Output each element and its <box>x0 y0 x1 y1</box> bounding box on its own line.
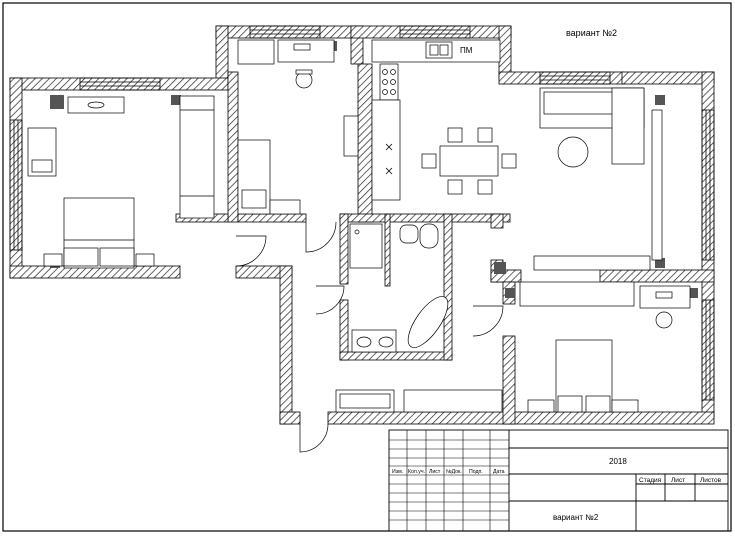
wall <box>279 265 293 425</box>
wall <box>498 25 512 79</box>
chair <box>295 71 313 89</box>
wall <box>339 299 349 361</box>
wall <box>339 213 511 223</box>
title-block <box>388 429 729 532</box>
wall <box>701 71 715 418</box>
title-block-right-headers: Стадия Лист Листов <box>639 477 722 484</box>
wall <box>621 71 715 85</box>
wall <box>9 77 23 279</box>
wall <box>490 213 504 229</box>
col-header: Листов <box>700 477 722 484</box>
furniture <box>27 39 691 413</box>
wall <box>327 411 715 425</box>
chair <box>655 311 673 329</box>
col-header: №Док. <box>446 469 462 475</box>
wall <box>339 351 453 361</box>
col-header: Кол.уч. <box>408 469 425 475</box>
title-block-left-headers: Изм. Кол.уч. Лист №Док. Подп. Дата <box>392 469 505 475</box>
wall <box>384 213 391 287</box>
wall <box>9 77 229 91</box>
oval-bathtub <box>407 296 449 348</box>
wall <box>599 269 715 283</box>
marks <box>385 143 393 175</box>
doors <box>235 221 504 453</box>
wall <box>339 213 349 285</box>
wall <box>237 213 307 223</box>
walls <box>9 25 715 425</box>
bathtub <box>349 223 383 269</box>
wall <box>498 71 625 85</box>
dining-table <box>439 145 499 177</box>
wall <box>215 25 229 82</box>
wall <box>350 25 512 39</box>
windows <box>9 25 715 401</box>
wall <box>357 63 373 223</box>
col-header: Лист <box>429 469 441 475</box>
stove-label: ПМ <box>460 46 473 55</box>
wardrobe <box>179 95 215 219</box>
wardrobe <box>519 281 635 307</box>
col-header: Стадия <box>639 477 662 484</box>
variant-label: вариант №2 <box>566 28 617 38</box>
desk <box>277 39 335 63</box>
wall <box>502 335 516 425</box>
wall <box>227 71 239 223</box>
coffee-table <box>557 136 589 168</box>
col-header: Дата <box>493 469 505 475</box>
wall <box>215 25 364 39</box>
col-header: Лист <box>671 477 685 484</box>
col-header: Подп. <box>469 469 483 475</box>
wall <box>279 411 301 425</box>
year-label: 2018 <box>609 457 627 466</box>
col-header: Изм. <box>392 469 403 475</box>
wall <box>443 213 453 361</box>
tv-stand <box>533 255 651 271</box>
title-variant-label: вариант №2 <box>553 513 599 522</box>
